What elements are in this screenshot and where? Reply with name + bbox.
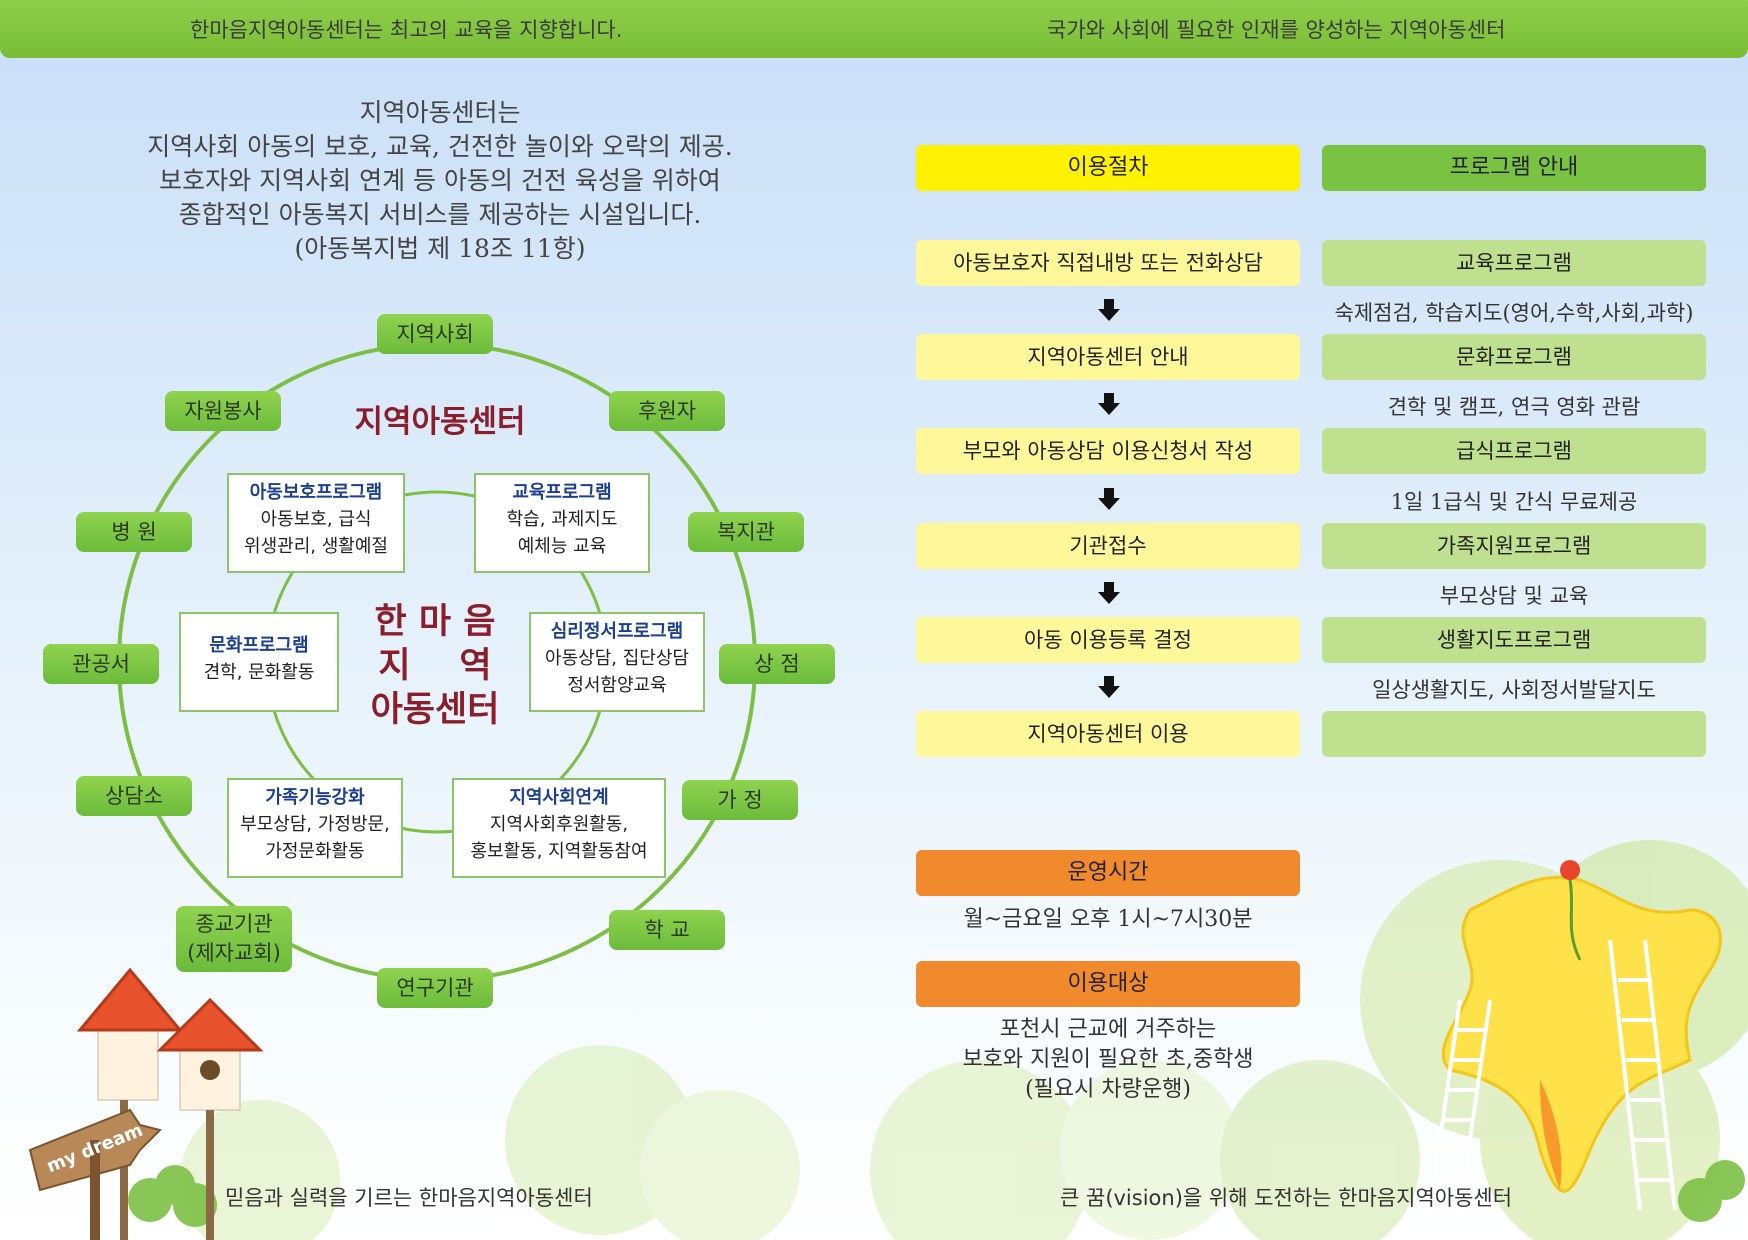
footer-right-text: 큰 꿈(vision)을 위해 도전하는 한마음지역아동센터: [1060, 1186, 1513, 1210]
intro-line: 종합적인 아동복지 서비스를 제공하는 시설입니다.: [178, 200, 702, 229]
intro-line: 지역사회 아동의 보호, 교육, 건전한 놀이와 오락의 제공.: [147, 132, 733, 161]
star-ladder-illustration: [1428, 860, 1722, 1211]
center-line: 아동센터: [370, 690, 500, 730]
program-line: 아동보호, 급식: [260, 509, 372, 530]
procedure-step: 아동 이용등록 결정: [916, 617, 1300, 663]
program-line: 정서함양교육: [567, 675, 667, 696]
target-line: 포천시 근교에 거주하는: [999, 1017, 1217, 1042]
top-banner-left-text: 한마음지역아동센터는 최고의 교육을 지향합니다.: [190, 18, 623, 42]
footer-left-text: 믿음과 실력을 기르는 한마음지역아동센터: [225, 1186, 593, 1210]
node-community: 지역사회: [377, 314, 493, 354]
target-line: 보호와 지원이 필요한 초,중학생: [962, 1047, 1254, 1072]
program-box-edu: 교육프로그램 학습, 과제지도 예체능 교육: [474, 473, 650, 573]
program-guide-header: 프로그램 안내: [1322, 145, 1706, 191]
program-line: 가정문화활동: [265, 841, 365, 862]
program-line: 위생관리, 생활예절: [244, 536, 388, 557]
node-religion: 종교기관 (제자교회): [176, 906, 292, 972]
program-title: 문화프로그램: [209, 635, 309, 656]
program-line: 아동상담, 집단상담: [545, 648, 689, 669]
node-counsel: 상담소: [76, 776, 192, 816]
program-box-culture: 문화프로그램 견학, 문화활동: [179, 612, 339, 712]
arrow-down-icon: [1098, 488, 1120, 510]
procedure-step: 기관접수: [916, 523, 1300, 569]
program-box-link: 지역사회연계 지역사회후원활동, 홍보활동, 지역활동참여: [452, 778, 666, 878]
node-school: 학 교: [609, 910, 725, 950]
program-desc: 1일 1급식 및 간식 무료제공: [1390, 490, 1638, 514]
program-item: 가족지원프로그램: [1322, 523, 1706, 569]
procedure-step: 지역아동센터 안내: [916, 334, 1300, 380]
procedure-step: 지역아동센터 이용: [916, 711, 1300, 757]
program-item: 문화프로그램: [1322, 334, 1706, 380]
program-line: 지역사회후원활동,: [489, 814, 629, 835]
center-line: 지 역: [378, 646, 492, 686]
diagram-outer-title: 지역아동센터: [354, 404, 526, 440]
program-item: 교육프로그램: [1322, 240, 1706, 286]
node-religion-line1: 종교기관: [195, 912, 273, 936]
target-header: 이용대상: [916, 961, 1300, 1007]
program-box-protect: 아동보호프로그램 아동보호, 급식 위생관리, 생활예절: [227, 473, 405, 573]
program-line: 학습, 과제지도: [506, 509, 618, 530]
program-item-empty: [1322, 711, 1706, 757]
program-title: 심리정서프로그램: [550, 621, 684, 642]
program-title: 교육프로그램: [512, 482, 612, 503]
node-sponsor: 후원자: [609, 391, 725, 431]
center-line: 한 마 음: [374, 602, 496, 642]
program-desc: 견학 및 캠프, 연극 영화 관람: [1387, 395, 1641, 419]
arrow-down-icon: [1098, 676, 1120, 698]
top-banner: 한마음지역아동센터는 최고의 교육을 지향합니다. 국가와 사회에 필요한 인재…: [0, 0, 1748, 58]
program-item: 급식프로그램: [1322, 428, 1706, 474]
intro-line: 보호자와 지역사회 연계 등 아동의 건전 육성을 위하여: [159, 166, 721, 195]
node-welfare: 복지관: [688, 512, 804, 552]
target-line: (필요시 차량운행): [1025, 1077, 1191, 1102]
program-title: 아동보호프로그램: [249, 482, 383, 503]
node-research: 연구기관: [377, 968, 493, 1008]
program-title: 지역사회연계: [509, 787, 609, 808]
program-title: 가족기능강화: [265, 787, 365, 808]
program-desc: 숙제점검, 학습지도(영어,수학,사회,과학): [1334, 301, 1694, 325]
program-box-emotion: 심리정서프로그램 아동상담, 집단상담 정서함양교육: [529, 612, 705, 712]
node-office: 관공서: [43, 644, 159, 684]
target-text: 포천시 근교에 거주하는 보호와 지원이 필요한 초,중학생 (필요시 차량운행…: [916, 1015, 1300, 1105]
program-line: 홍보활동, 지역활동참여: [470, 841, 648, 862]
arrow-down-icon: [1098, 582, 1120, 604]
intro-line: (아동복지법 제 18조 11항): [294, 234, 586, 263]
procedure-step: 아동보호자 직접내방 또는 전화상담: [916, 240, 1300, 286]
node-store: 상 점: [719, 644, 835, 684]
hours-header: 운영시간: [916, 850, 1300, 896]
node-home: 가 정: [682, 780, 798, 820]
intro-line: 지역아동센터는: [359, 98, 521, 127]
top-banner-right-text: 국가와 사회에 필요한 인재를 양성하는 지역아동센터: [1047, 18, 1506, 42]
intro-paragraph: 지역아동센터는 지역사회 아동의 보호, 교육, 건전한 놀이와 오락의 제공.…: [70, 96, 810, 266]
program-line: 예체능 교육: [517, 536, 607, 557]
program-line: 부모상담, 가정방문,: [240, 814, 390, 835]
node-volunteer: 자원봉사: [165, 391, 281, 431]
hours-text: 월~금요일 오후 1시~7시30분: [963, 907, 1253, 932]
procedure-header: 이용절차: [916, 145, 1300, 191]
procedure-step: 부모와 아동상담 이용신청서 작성: [916, 428, 1300, 474]
birdhouse-illustration: [28, 967, 264, 1240]
program-desc: 부모상담 및 교육: [1439, 584, 1589, 608]
program-desc: 일상생활지도, 사회정서발달지도: [1372, 678, 1656, 702]
node-religion-line2: (제자교회): [187, 941, 281, 965]
program-item: 생활지도프로그램: [1322, 617, 1706, 663]
diagram-center-title: 한 마 음 지 역 아동센터: [360, 600, 510, 732]
program-box-family: 가족기능강화 부모상담, 가정방문, 가정문화활동: [227, 778, 403, 878]
node-hospital: 병 원: [76, 512, 192, 552]
program-line: 견학, 문화활동: [203, 662, 315, 683]
arrow-down-icon: [1098, 299, 1120, 321]
arrow-down-icon: [1098, 393, 1120, 415]
